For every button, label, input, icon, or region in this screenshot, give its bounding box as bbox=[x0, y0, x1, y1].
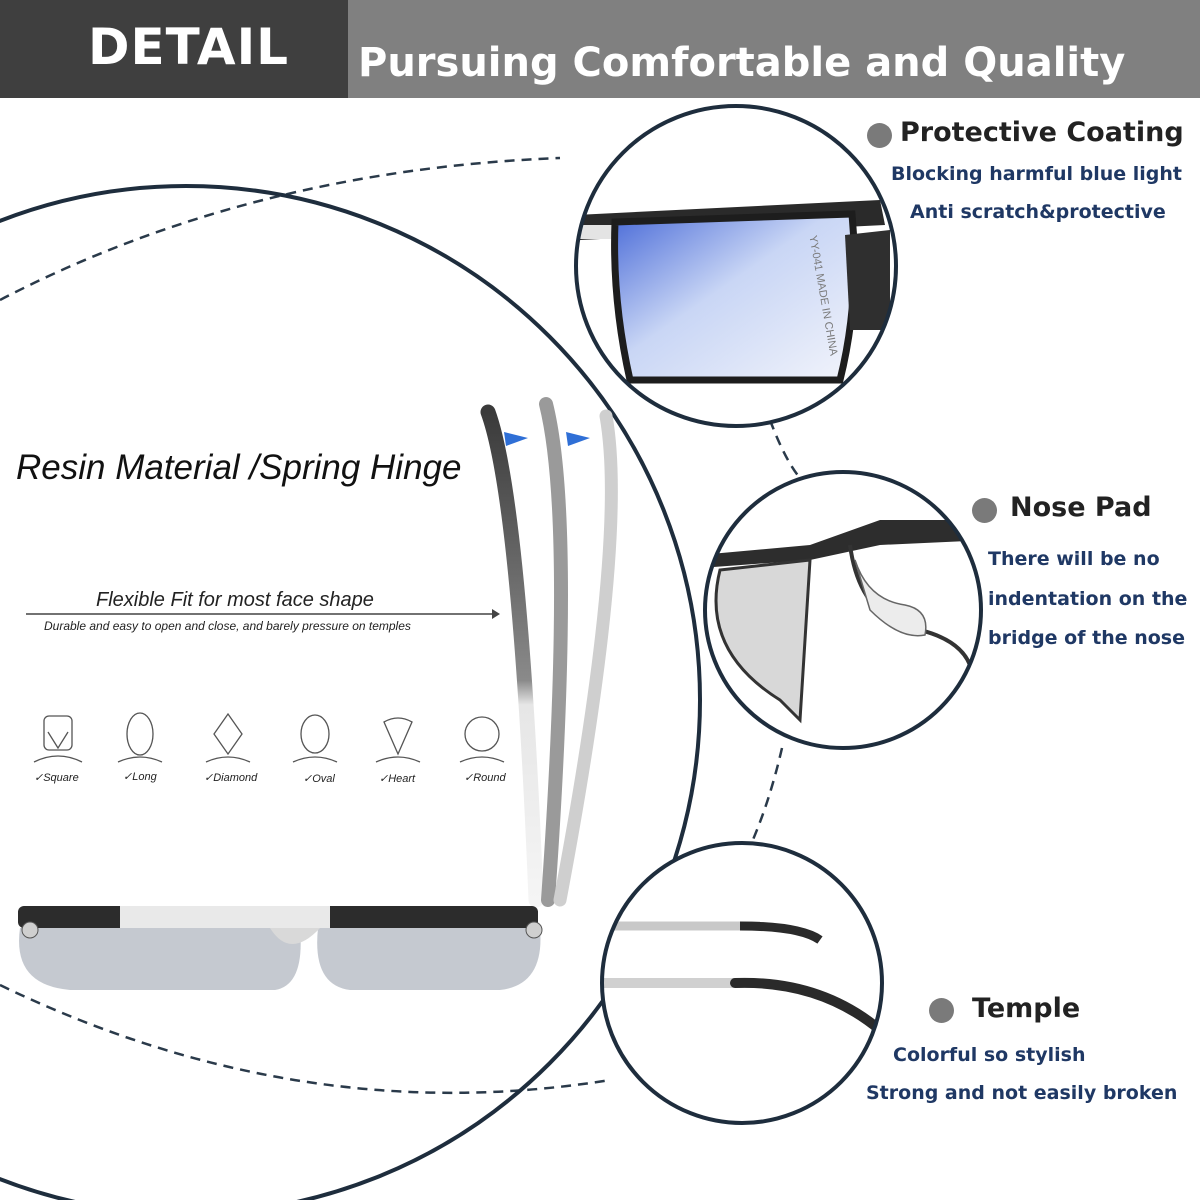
face-label-heart: ✓Heart bbox=[379, 773, 416, 785]
flexible-fit-title: Flexible Fit for most face shape bbox=[96, 589, 374, 611]
temple-title: Temple bbox=[972, 993, 1081, 1024]
face-label-diamond: ✓Diamond bbox=[204, 772, 258, 784]
face-icon-heart bbox=[375, 717, 421, 763]
page-subtitle: Pursuing Comfortable and Quality bbox=[358, 40, 1126, 86]
nose-pad-line-1: There will be no bbox=[988, 548, 1160, 570]
face-icon-round bbox=[459, 716, 505, 763]
face-icon-square bbox=[33, 715, 83, 763]
coating-title: Protective Coating bbox=[900, 117, 1184, 148]
resin-material-title: Resin Material /Spring Hinge bbox=[16, 448, 462, 487]
nose-pad-bullet bbox=[972, 498, 997, 523]
outer-dashed-arc bbox=[0, 156, 561, 302]
header-subtitle-bar bbox=[348, 0, 1200, 98]
temple-light bbox=[553, 409, 618, 907]
coating-bullet bbox=[867, 123, 892, 148]
face-icon-diamond bbox=[205, 712, 251, 763]
temple-detail-image bbox=[602, 843, 882, 1123]
nose-pad-line-2: indentation on the bbox=[988, 588, 1188, 610]
nose-pad-line-3: bridge of the nose bbox=[988, 627, 1186, 649]
face-label-round: ✓Round bbox=[464, 772, 506, 784]
dashed-connector-top bbox=[768, 419, 801, 479]
coating-line-2: Anti scratch&protective bbox=[910, 201, 1166, 223]
dashed-connector-bottom bbox=[750, 747, 784, 843]
flex-arrow-head bbox=[492, 609, 500, 619]
outer-dashed-arc-lower bbox=[0, 983, 611, 1095]
nose-pad-circle bbox=[703, 470, 983, 750]
coating-circle bbox=[574, 104, 898, 428]
face-icon-oval bbox=[292, 714, 338, 763]
coating-detail-image: YY-041 MADE IN CHINA bbox=[576, 106, 896, 426]
main-circle bbox=[0, 184, 702, 1200]
temple-black bbox=[480, 404, 544, 908]
temple-gray bbox=[539, 397, 569, 907]
face-label-square: ✓Square bbox=[34, 772, 79, 784]
front-frame bbox=[18, 906, 543, 990]
face-icon-long bbox=[117, 712, 163, 763]
spring-hinge-temples bbox=[480, 397, 618, 908]
header-title-bar bbox=[0, 0, 348, 98]
face-icons bbox=[33, 712, 505, 763]
temple-bullet bbox=[929, 998, 954, 1023]
nose-pad-detail-image bbox=[705, 472, 981, 748]
coating-line-1: Blocking harmful blue light bbox=[891, 163, 1183, 185]
flex-arrow-1 bbox=[504, 432, 528, 446]
face-label-oval: ✓Oval bbox=[303, 773, 335, 785]
nose-pad-title: Nose Pad bbox=[1010, 492, 1152, 523]
face-label-long: ✓Long bbox=[123, 771, 157, 783]
temple-line-2: Strong and not easily broken bbox=[866, 1082, 1178, 1104]
flex-arrow-2 bbox=[566, 432, 590, 446]
flexible-fit-subtitle: Durable and easy to open and close, and … bbox=[44, 619, 411, 633]
temple-line-1: Colorful so stylish bbox=[893, 1044, 1086, 1066]
temple-circle bbox=[600, 841, 884, 1125]
page-title: DETAIL bbox=[88, 18, 290, 76]
